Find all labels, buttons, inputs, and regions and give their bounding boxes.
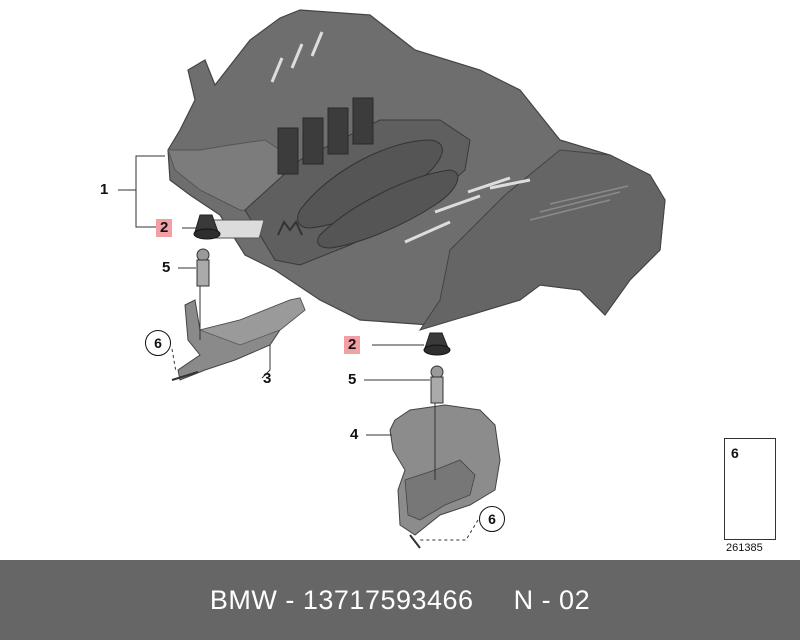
callout-1: 1 [100, 181, 109, 198]
callout-3: 3 [263, 370, 272, 387]
intake-slots [277, 97, 374, 175]
footer-bar: BMW - 13717593466 N - 02 [0, 560, 800, 640]
grommet-upper [193, 214, 221, 240]
callout-5-lower: 5 [348, 371, 357, 388]
callout-2-upper: 2 [156, 219, 173, 237]
ball-stud-lower [430, 365, 444, 404]
callout-6-left: 6 [145, 330, 171, 356]
cover-ridges [270, 31, 531, 244]
engine-cover [167, 9, 666, 331]
callout-4: 4 [350, 426, 359, 443]
screw-right [409, 534, 421, 549]
callout-5-upper: 5 [162, 259, 171, 276]
leader-lines [118, 155, 479, 541]
legend-part-number: 6 [731, 445, 739, 461]
grommet-lower [423, 332, 451, 356]
fastener-legend: 6 [724, 438, 776, 540]
parts-diagram [118, 9, 775, 549]
cover-grooves [529, 185, 629, 221]
callout-2-lower: 2 [344, 336, 361, 354]
part-number-caption: BMW - 13717593466 N - 02 [209, 585, 591, 615]
bracket-4 [389, 400, 501, 536]
callout-6-right: 6 [479, 506, 505, 532]
diagram-reference-number: 261385 [726, 542, 763, 554]
ball-stud-upper [196, 248, 210, 287]
bracket-3 [177, 285, 306, 381]
screw-left [171, 371, 199, 381]
